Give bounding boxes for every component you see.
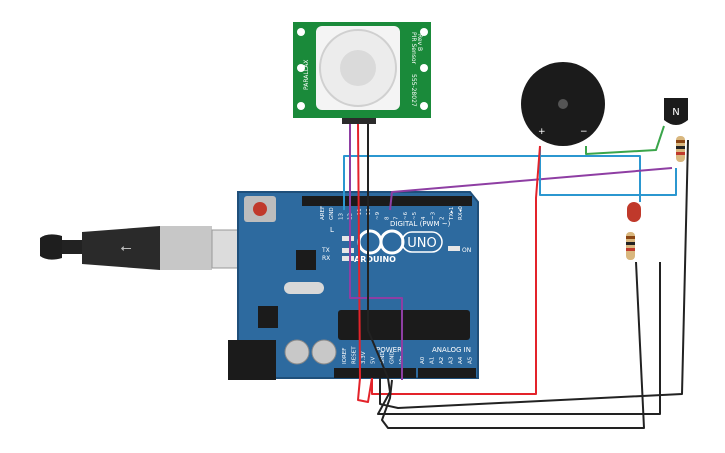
pin-label: 4 [421, 216, 427, 220]
on-label: ON [462, 247, 471, 254]
black-wire-gnd-transistor [379, 139, 689, 409]
usb-icon: ⭠ [120, 240, 131, 256]
brand-label: ARDUINO [354, 255, 396, 264]
usb-cable: ⭠ [40, 226, 263, 270]
blue-wire-led [343, 155, 641, 210]
pin-label: ~9 [375, 211, 381, 220]
pin-label: AREF [320, 206, 326, 220]
digital-header [302, 196, 472, 206]
buzzer-minus-label: − [580, 127, 588, 137]
pin-label: A4 [458, 356, 464, 364]
pin-label: A1 [430, 357, 436, 364]
arduino-uno-board: L TX RX ON ARDUINO UNO DIGITAL (PWM ~) P… [228, 191, 479, 380]
resistor-transistor [676, 136, 685, 162]
npn-transistor: N [664, 98, 688, 125]
pir-part-label: 555-28027 [410, 74, 417, 107]
buzzer-plus-label: + [538, 127, 546, 137]
pin-label: 8 [384, 216, 390, 220]
purple-wire-pir-out [349, 124, 403, 380]
pin-label: A0 [420, 356, 426, 364]
led-tx-label: TX [321, 247, 330, 254]
pir-parallax-label: PARALLAX [303, 60, 310, 90]
digital-header-label: DIGITAL (PWM ~) [390, 220, 451, 228]
green-wire-buzzer [585, 125, 665, 155]
pir-sensor: PARALLAX PIR Sensor Rev B 555-28027 [293, 22, 431, 124]
pin-label: GND [380, 351, 386, 364]
pin-label: A2 [439, 357, 445, 364]
wires [343, 123, 689, 429]
pin-label: ~3 [430, 211, 436, 220]
red-wire-pir-5v [357, 123, 373, 403]
pin-label: 7 [394, 216, 400, 220]
pin-label: GND [329, 207, 335, 220]
pin-label: GND [390, 351, 396, 364]
pin-label: ~5 [412, 211, 418, 220]
piezo-buzzer: + − [521, 62, 605, 146]
red-led [627, 202, 641, 222]
pin-label: TX▸1 [449, 207, 455, 221]
pin-label: A3 [449, 356, 455, 364]
red-wire-buzzer [371, 145, 541, 395]
analog-header [418, 368, 476, 378]
model-label: UNO [407, 236, 436, 251]
pin-label: IOREF [342, 348, 348, 364]
resistor-led [626, 232, 635, 260]
atmega-chip [338, 310, 470, 340]
blue-wire-buzzer [539, 146, 677, 196]
purple-wire-transistor [389, 167, 673, 211]
analog-header-label: ANALOG IN [432, 346, 471, 354]
pin-label: 3.3V [361, 351, 367, 364]
pin-label: ~6 [403, 211, 409, 220]
pin-label: ~11 [357, 208, 363, 220]
pin-label: 2 [440, 217, 446, 221]
power-header-label: POWER [376, 346, 402, 354]
pir-title-label: PIR Sensor [410, 32, 417, 65]
pir-rev-label: Rev B [416, 34, 423, 51]
power-header [334, 368, 416, 378]
dc-jack [228, 340, 276, 380]
transistor-label: N [672, 107, 679, 118]
led-l-label: L [330, 226, 334, 234]
pin-label: 13 [338, 213, 344, 220]
pin-label: RX◂0 [458, 206, 464, 220]
pin-label: 5V [371, 357, 377, 364]
pin-label: RESET [352, 346, 358, 364]
led-rx-label: RX [322, 255, 330, 262]
pin-label: A5 [468, 356, 474, 364]
black-wire-gnd-res [381, 261, 645, 429]
